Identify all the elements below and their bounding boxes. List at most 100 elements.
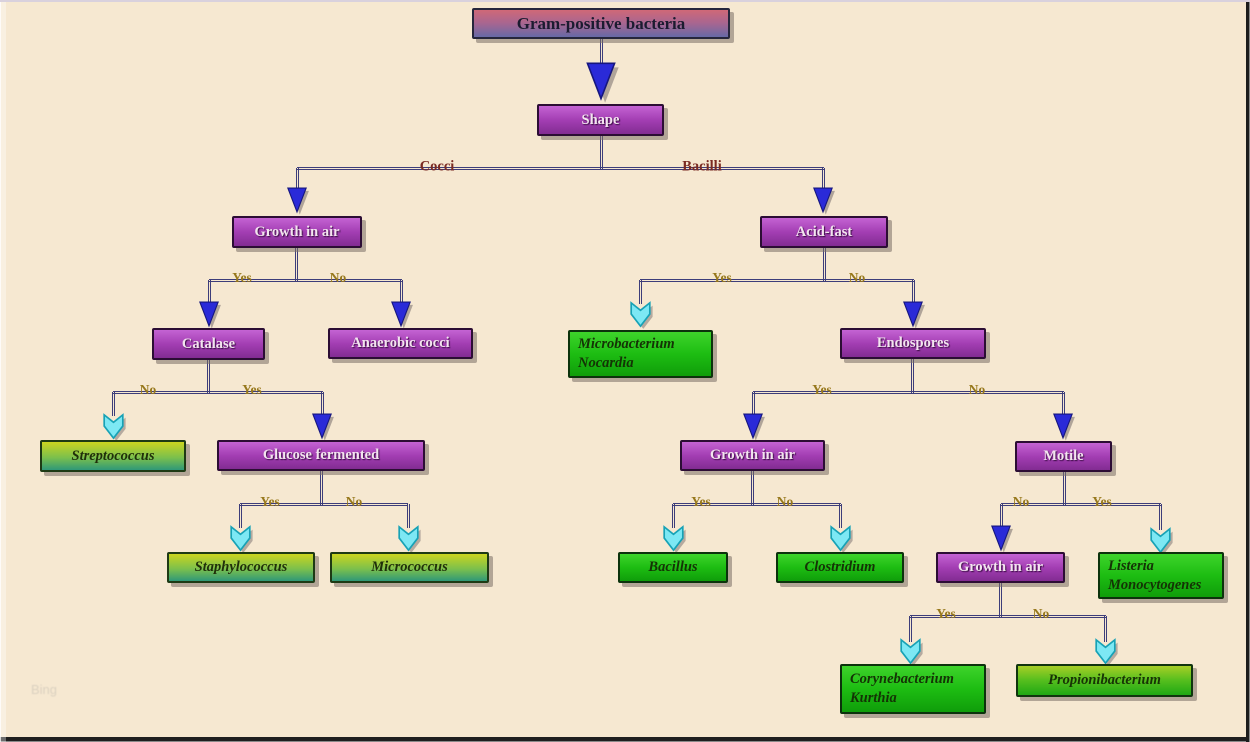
connector-segment [1001, 503, 1161, 506]
node-label: Monocytogenes [1108, 576, 1202, 593]
connector-segment [999, 583, 1002, 618]
choice-label: Yes [812, 382, 832, 397]
connector-segment [912, 280, 915, 304]
connector-segment [752, 392, 755, 416]
connector-segment [240, 503, 408, 506]
connector-segment [113, 391, 323, 394]
node-staphylococcus: Staphylococcus [167, 552, 315, 583]
connector-segment [1062, 392, 1065, 416]
down-arrow-icon [584, 62, 619, 103]
connector-segment [672, 504, 675, 528]
down-arrow-icon [390, 301, 413, 329]
connector-segment [296, 168, 299, 190]
node-label: Shape [581, 111, 620, 128]
connector-segment [1000, 504, 1003, 528]
node-growth-in-air-cocci: Growth in air [232, 216, 362, 248]
node-micrococcus: Micrococcus [330, 552, 489, 583]
choice-label: No [776, 494, 794, 509]
choice-label: No [968, 382, 986, 397]
down-arrow-icon [742, 413, 765, 441]
choice-label: No [329, 270, 347, 285]
connector-segment [909, 616, 912, 642]
chevron-arrow-icon [662, 525, 686, 553]
connector-segment [1104, 616, 1107, 642]
node-endospores: Endospores [840, 328, 986, 359]
node-propionibacterium: Propionibacterium [1016, 664, 1193, 697]
node-glucose-fermented: Glucose fermented [217, 440, 425, 471]
down-arrow-icon [902, 301, 925, 329]
down-arrow-icon [198, 301, 221, 329]
node-label: Listeria [1108, 557, 1154, 574]
node-shape: Shape [537, 104, 664, 136]
node-label: Staphylococcus [194, 559, 288, 575]
choice-label: Yes [260, 494, 280, 509]
node-label: Growth in air [254, 223, 340, 240]
down-arrow-icon [286, 187, 309, 215]
connector-segment [297, 167, 824, 170]
connector-segment [400, 280, 403, 304]
node-catalase: Catalase [152, 328, 265, 360]
connector-segment [207, 360, 210, 394]
node-label: Glucose fermented [262, 447, 380, 463]
node-label: Endospores [876, 335, 950, 351]
down-arrow-icon [1052, 413, 1075, 441]
chevron-arrow-icon [629, 301, 653, 329]
connector-segment [822, 168, 825, 190]
connector-segment [600, 39, 603, 66]
chevron-arrow-icon [229, 525, 253, 553]
connector-segment [639, 280, 642, 304]
chevron-arrow-icon [829, 525, 853, 553]
branch-label: Cocci [419, 158, 455, 175]
connector-segment [1159, 504, 1162, 530]
node-label: Propionibacterium [1048, 672, 1161, 688]
node-clostridium: Clostridium [776, 552, 904, 583]
node-bacillus: Bacillus [618, 552, 728, 583]
branch-label: Bacilli [682, 158, 722, 175]
connector-segment [600, 136, 603, 170]
node-label: Growth in air [957, 559, 1044, 575]
connector-segment [1063, 472, 1066, 506]
choice-label: No [1032, 606, 1050, 621]
connector-segment [112, 392, 115, 416]
connector-segment [910, 615, 1106, 618]
connector-segment [823, 248, 826, 282]
chevron-arrow-icon [1094, 638, 1118, 666]
connector-segment [673, 503, 841, 506]
choice-label: Yes [242, 382, 262, 397]
connector-segment [640, 279, 914, 282]
connector-segment [839, 504, 842, 528]
node-label: Micrococcus [371, 559, 448, 575]
down-arrow-icon [990, 525, 1013, 553]
chevron-arrow-icon [102, 413, 126, 441]
connector-segment [407, 504, 410, 528]
down-arrow-icon [311, 413, 334, 441]
node-label: Streptococcus [71, 447, 155, 464]
choice-label: Yes [936, 606, 956, 621]
choice-label: No [848, 270, 866, 285]
connector-segment [753, 391, 1064, 394]
connector-segment [320, 471, 323, 506]
choice-label: No [139, 382, 157, 397]
node-streptococcus: Streptococcus [40, 440, 186, 472]
choice-label: Yes [712, 270, 732, 285]
node-growth-in-air-motile: Growth in air [936, 552, 1065, 583]
node-label: Acid-fast [795, 223, 853, 240]
choice-label: Yes [232, 270, 252, 285]
down-arrow-icon [812, 187, 835, 215]
node-label: Anaerobic cocci [351, 335, 450, 351]
node-label: Motile [1043, 448, 1084, 464]
chevron-arrow-icon [1149, 527, 1173, 555]
node-label: Catalase [181, 335, 236, 352]
node-label: Gram-positive bacteria [516, 14, 686, 33]
node-label: Kurthia [850, 690, 897, 706]
node-label: Clostridium [804, 559, 876, 575]
connector-segment [209, 279, 402, 282]
node-label: Nocardia [578, 355, 634, 371]
watermark: Bing [31, 682, 58, 697]
choice-label: No [345, 494, 363, 509]
connector-segment [751, 471, 754, 506]
